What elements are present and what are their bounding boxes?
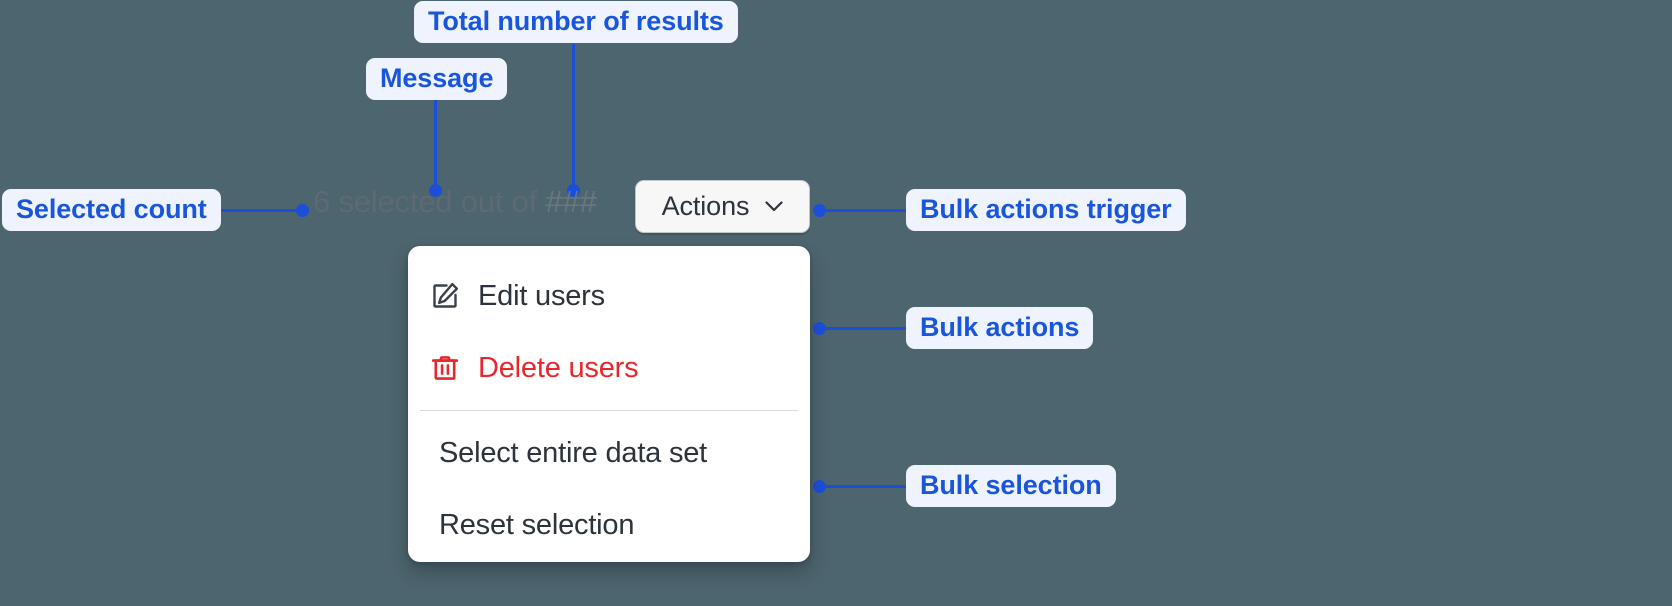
connector-bulk-trigger [818,209,910,212]
connector-dot-bulk-trigger [813,204,826,217]
callout-label: Selected count [16,194,207,224]
edit-pencil-square-icon [430,281,460,311]
callout-label: Bulk actions trigger [920,194,1172,224]
bulk-actions-trigger-label: Actions [661,191,750,221]
callout-selected-count: Selected count [2,189,221,231]
callout-total-number-of-results: Total number of results [414,1,738,43]
connector-dot-message [429,184,442,197]
menu-item-label: Reset selection [439,509,635,541]
callout-bulk-selection: Bulk selection [906,465,1116,507]
selected-count-value: 6 [313,184,331,219]
selection-message-text: selected out of [338,184,538,219]
menu-divider [420,410,798,411]
callout-bulk-actions-trigger: Bulk actions trigger [906,189,1186,231]
connector-dot-total-results [567,184,580,197]
menu-item-edit-users[interactable]: Edit users [408,260,810,332]
callout-label: Total number of results [428,6,724,36]
selection-summary-text: 6 selected out of ### [313,183,597,221]
callout-message: Message [366,58,508,100]
callout-label: Message [380,63,494,93]
connector-dot-selected-count [296,204,309,217]
connector-bulk-selection [818,485,910,488]
callout-bulk-actions: Bulk actions [906,307,1094,349]
menu-item-delete-users[interactable]: Delete users [408,332,810,404]
menu-item-label: Delete users [478,352,639,384]
connector-dot-bulk-actions [813,322,826,335]
bulk-actions-menu: Edit users Delete users Select [408,246,810,562]
menu-item-label: Edit users [478,280,605,312]
callout-label: Bulk actions [920,312,1080,342]
total-results-value: ### [545,184,597,219]
connector-selected-count [213,209,305,212]
callout-label: Bulk selection [920,470,1102,500]
menu-item-select-entire-data-set[interactable]: Select entire data set [408,417,810,489]
connector-dot-bulk-selection [813,480,826,493]
bulk-selection-group: Select entire data set Reset selection [408,417,810,561]
connector-bulk-actions [818,327,910,330]
bulk-actions-trigger-button[interactable]: Actions [635,180,810,233]
menu-item-reset-selection[interactable]: Reset selection [408,489,810,561]
menu-item-label: Select entire data set [439,437,708,469]
connector-total-results [572,44,575,190]
bulk-actions-group: Edit users Delete users [408,246,810,404]
connector-message [434,100,437,190]
trash-icon [430,353,460,383]
chevron-down-icon [765,201,784,212]
